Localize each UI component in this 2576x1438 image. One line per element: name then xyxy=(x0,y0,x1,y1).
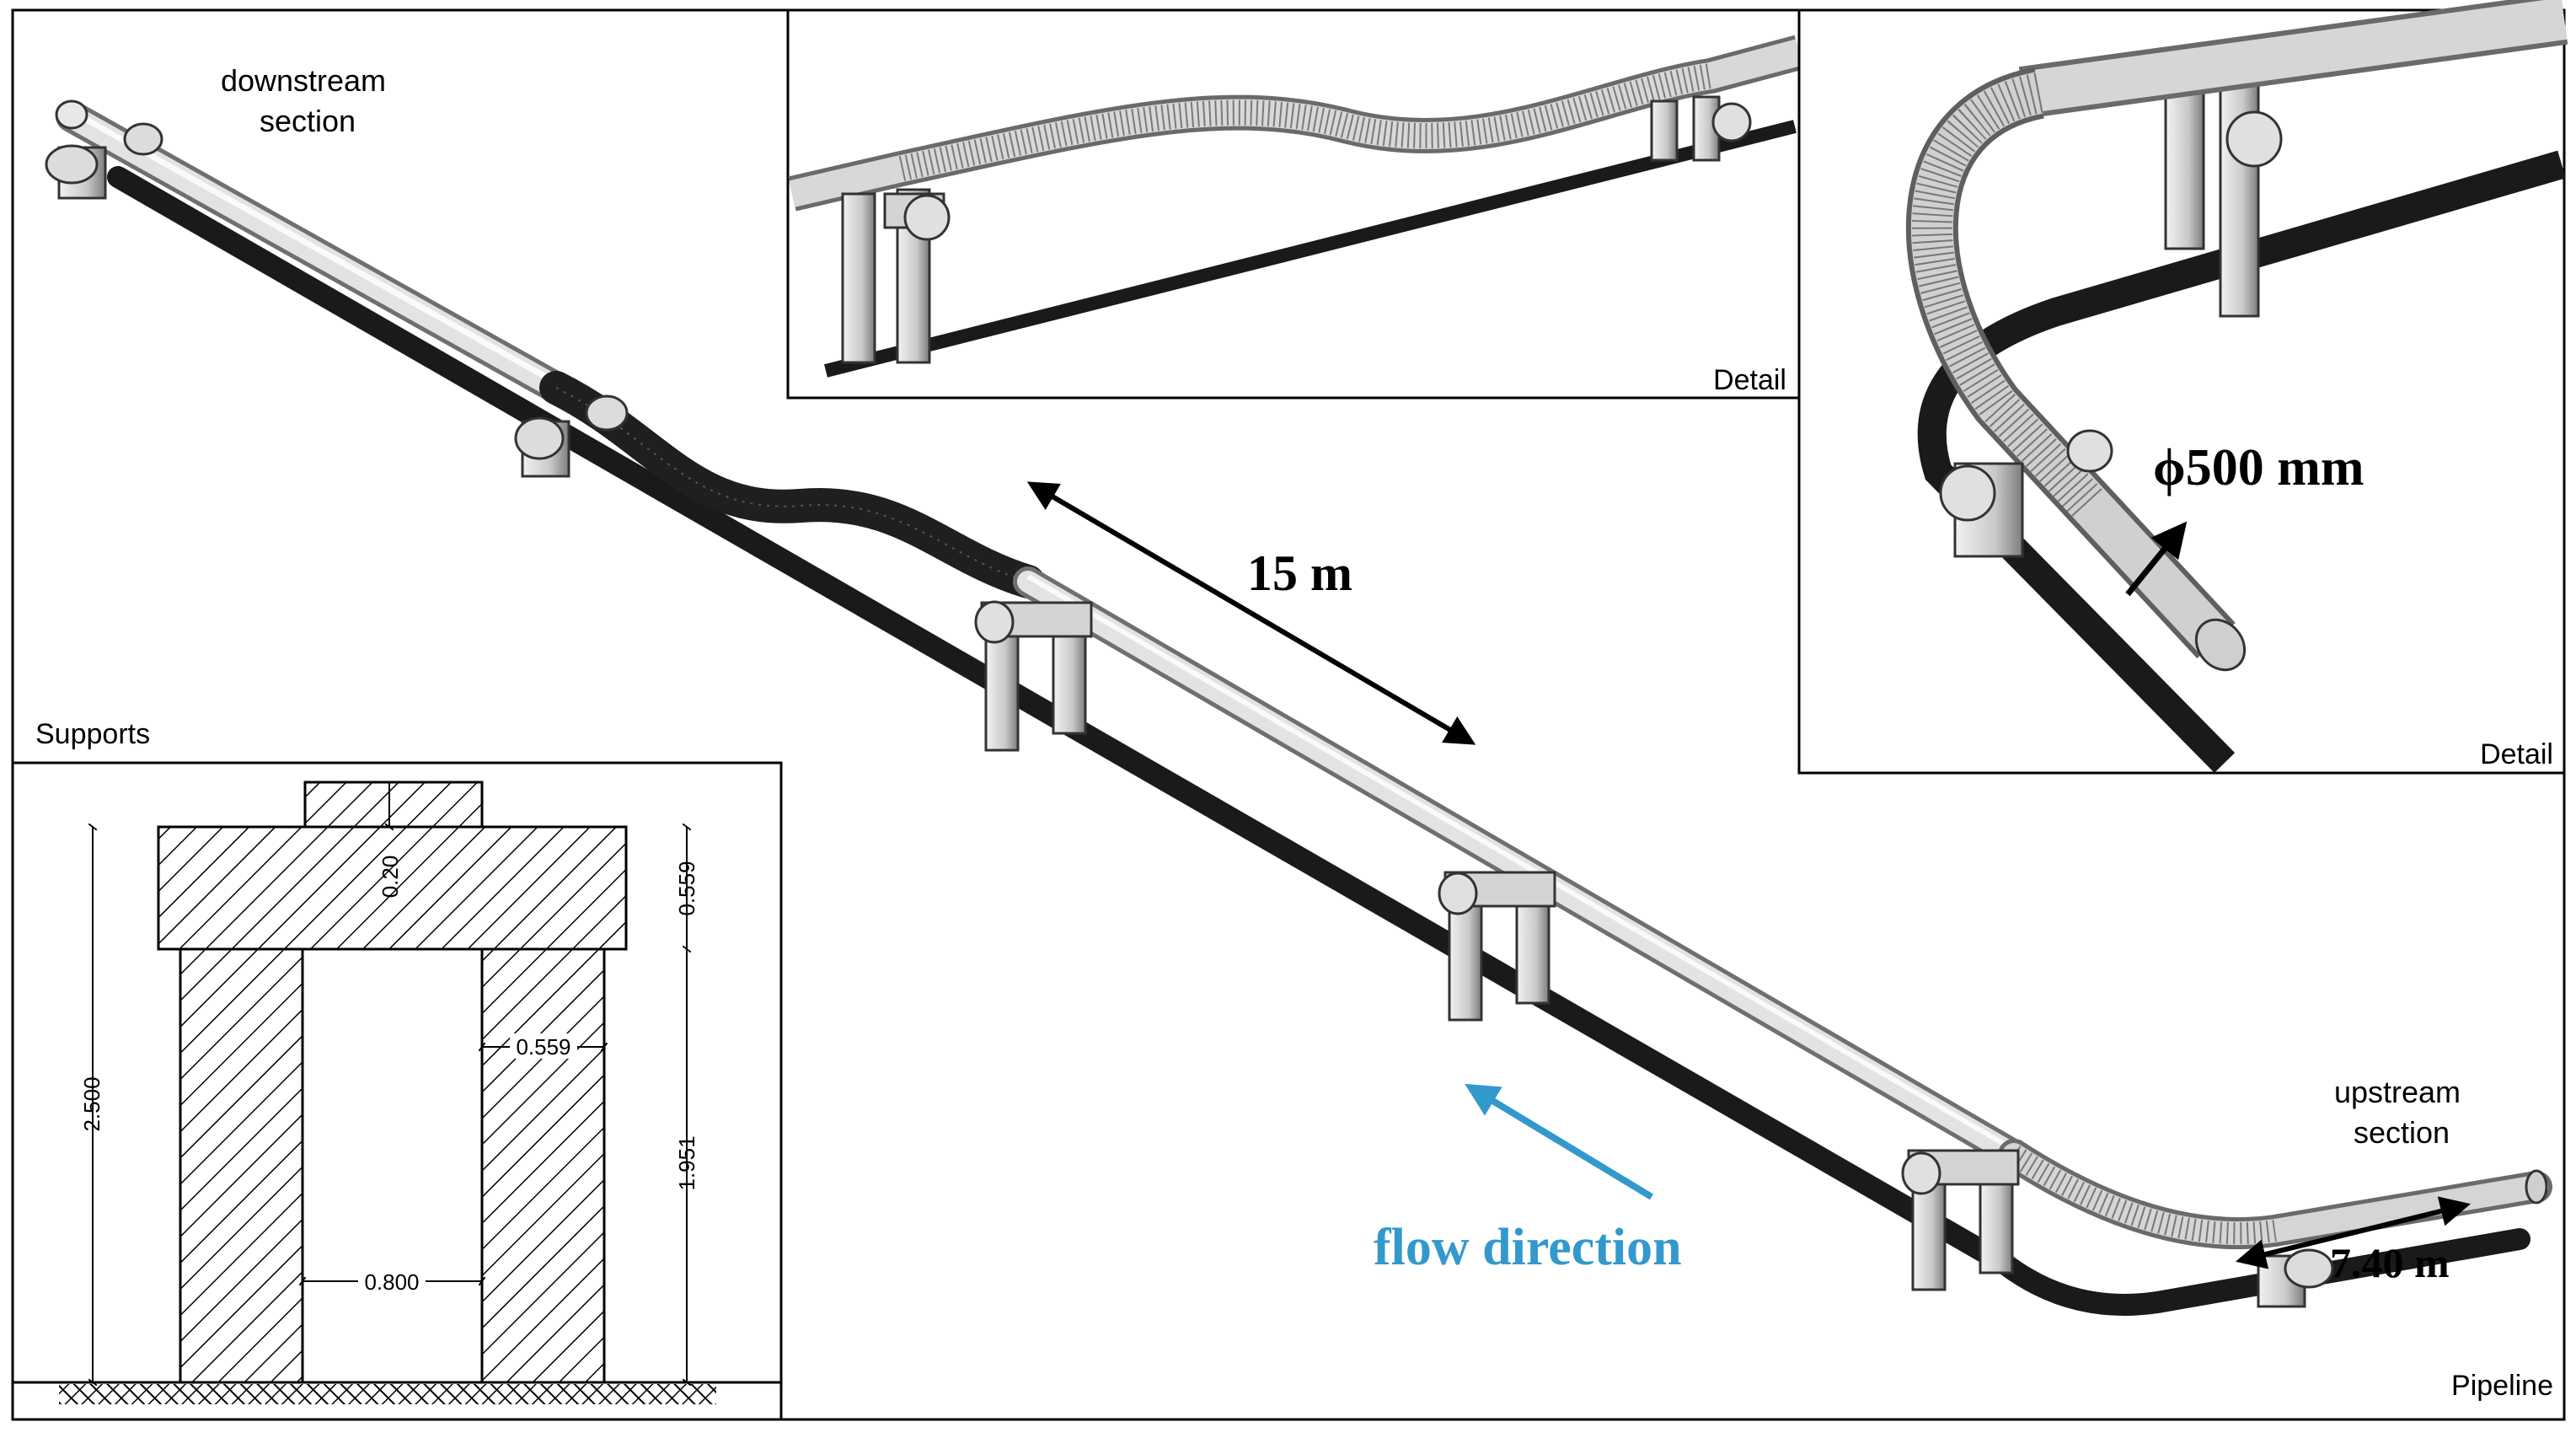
support-small-2 xyxy=(514,394,629,478)
support-tall-1 xyxy=(974,600,1093,752)
dimension-arrow-15m xyxy=(1026,481,1476,745)
dimension-arrow-7-40m xyxy=(2236,1196,2471,1269)
dim-cap-height: 0.559 xyxy=(674,861,699,915)
dim-leg-width: 0.559 xyxy=(516,1034,570,1060)
detail-caption-2: Detail xyxy=(2480,738,2553,770)
supports-caption: Supports xyxy=(35,718,150,750)
dimension-label-15m: 15 m xyxy=(1247,545,1352,601)
diameter-arrow xyxy=(2125,521,2188,597)
support-small-1 xyxy=(45,122,163,200)
pipeline-view: 15 m 7.40 m flow direction downstream se… xyxy=(45,63,2553,1402)
support-leg-right xyxy=(480,947,606,1384)
detail-caption-1: Detail xyxy=(1713,364,1786,396)
flow-direction-arrow xyxy=(1465,1083,1654,1200)
ground-hatch xyxy=(59,1384,716,1404)
support-top-block xyxy=(303,781,484,829)
pipeline-caption: Pipeline xyxy=(2451,1370,2553,1402)
detail-panel-upstream-bend: ϕ500 mm Detail xyxy=(1797,0,2568,775)
dim-inner-gap: 0.800 xyxy=(364,1269,419,1295)
downstream-section-label: downstream section xyxy=(221,63,394,138)
support-cap-beam xyxy=(157,825,628,951)
dim-leg-height: 1.951 xyxy=(674,1135,699,1190)
dim-top-block: 0.20 xyxy=(378,856,403,899)
support-leg-left xyxy=(179,947,304,1384)
flow-direction-label: flow direction xyxy=(1374,1219,1682,1276)
detail-panel-s-bend: Detail xyxy=(786,8,1804,400)
dim-total-height: 2.500 xyxy=(79,1076,104,1131)
upstream-section-label: upstream section xyxy=(2334,1075,2469,1150)
supports-section-drawing: Supports 2.500 0.559 1.951 0.20 0.559 0.… xyxy=(11,718,783,1421)
dimension-label-7-40m: 7.40 m xyxy=(2330,1239,2450,1286)
pipe-shadow xyxy=(107,166,2530,1316)
support-tall-3 xyxy=(1901,1149,2020,1291)
diameter-label: ϕ500 mm xyxy=(2153,439,2364,496)
support-small-3 xyxy=(2257,1248,2334,1308)
support-tall-2 xyxy=(1438,871,1556,1022)
